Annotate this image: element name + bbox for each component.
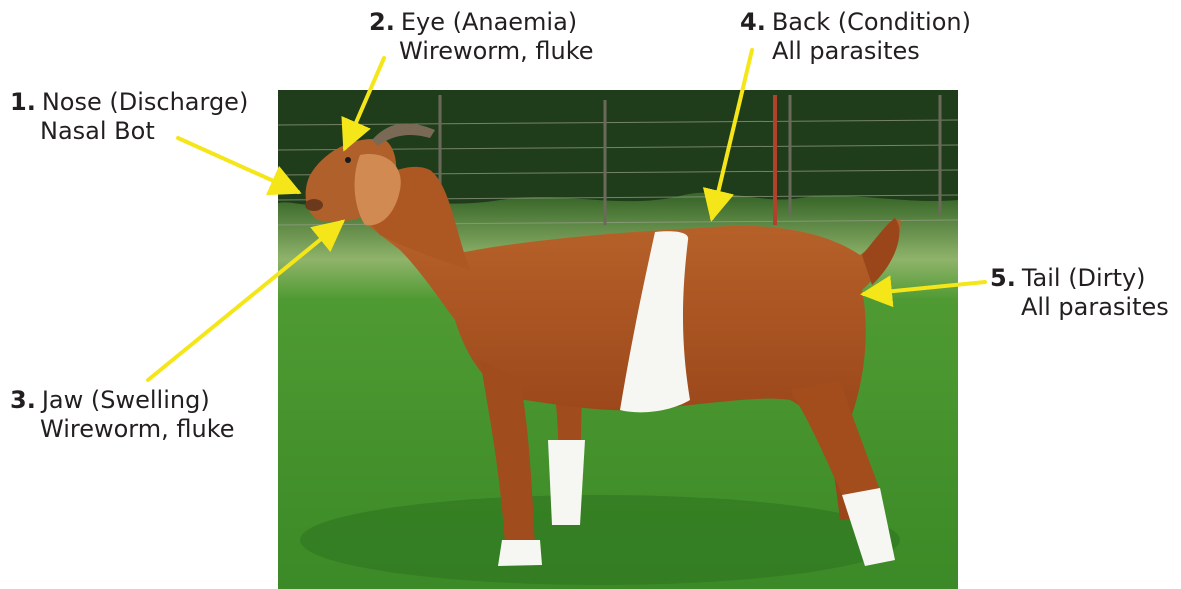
callout-parasites: Nasal Bot: [10, 117, 248, 146]
callout-parasites: All parasites: [990, 293, 1169, 322]
callout-tail: 5.Tail (Dirty) All parasites: [990, 264, 1169, 322]
callout-title: Eye (Anaemia): [401, 8, 577, 36]
callout-eye: 2.Eye (Anaemia) Wireworm, fluke: [369, 8, 594, 66]
callout-number: 1.: [10, 88, 36, 116]
callout-number: 4.: [740, 8, 766, 36]
callout-number: 3.: [10, 386, 36, 414]
callout-number: 2.: [369, 8, 395, 36]
callout-title: Jaw (Swelling): [42, 386, 210, 414]
callout-title: Tail (Dirty): [1022, 264, 1146, 292]
callout-parasites: Wireworm, fluke: [10, 415, 235, 444]
callout-jaw: 3.Jaw (Swelling) Wireworm, fluke: [10, 386, 235, 444]
callout-parasites: Wireworm, fluke: [369, 37, 594, 66]
callout-parasites: All parasites: [740, 37, 971, 66]
goat-photo: [278, 90, 958, 589]
callout-number: 5.: [990, 264, 1016, 292]
callout-title: Back (Condition): [772, 8, 971, 36]
callout-title: Nose (Discharge): [42, 88, 248, 116]
callout-back: 4.Back (Condition) All parasites: [740, 8, 971, 66]
callout-nose: 1.Nose (Discharge) Nasal Bot: [10, 88, 248, 146]
